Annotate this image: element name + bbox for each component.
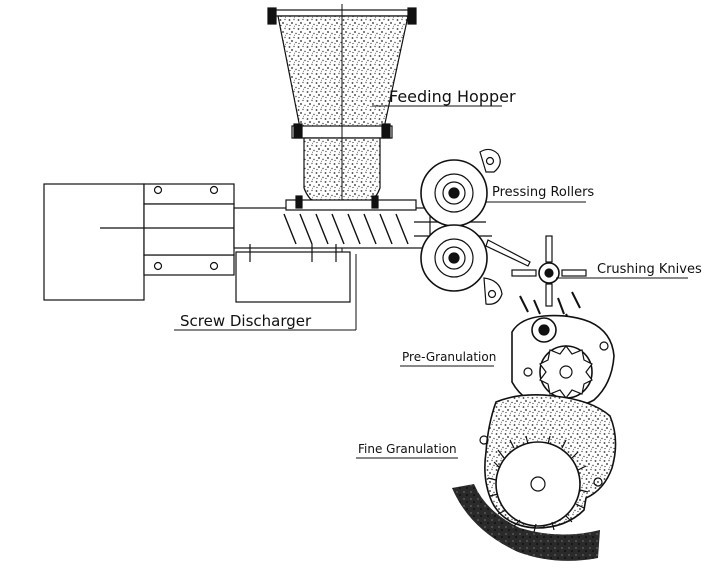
crushing-knives [511,235,587,333]
pre-granulation-unit [511,314,615,410]
screw-discharger [43,183,492,303]
leader-lines [174,105,688,459]
label-feeding-hopper: Feeding Hopper [389,87,516,106]
fine-granulation-unit [452,394,617,561]
label-fine-granulation: Fine Granulation [358,442,457,456]
label-crushing-knives: Crushing Knives [597,262,702,277]
pressing-rollers [420,148,531,305]
label-pressing-rollers: Pressing Rollers [492,185,595,200]
label-screw-discharger: Screw Discharger [180,312,312,330]
label-pre-granulation: Pre-Granulation [402,350,497,364]
